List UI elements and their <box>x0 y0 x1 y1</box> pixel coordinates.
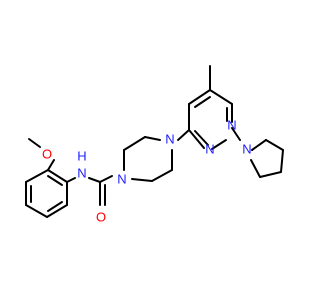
carbonyl-oxygen-label: O <box>96 209 106 224</box>
bond <box>47 201 63 212</box>
bond <box>25 169 49 183</box>
amide-hydrogen-label: H <box>77 148 86 163</box>
piperazine-nitrogen-4-label: N <box>165 131 174 146</box>
bond <box>209 89 233 105</box>
bond <box>151 169 173 182</box>
pyrimidine-nitrogen-1-label: N <box>227 117 236 132</box>
bond <box>47 159 55 171</box>
bond <box>25 204 48 218</box>
bond <box>265 139 284 151</box>
bond <box>194 130 209 146</box>
molecule-structure-diagram: O N H O N N N N N <box>25 65 284 224</box>
pyrimidine-nitrogen-3-label: N <box>205 141 214 156</box>
bond <box>251 139 267 151</box>
bond <box>188 89 211 105</box>
bond <box>259 171 282 178</box>
bond <box>177 129 190 141</box>
bond <box>211 139 227 150</box>
bond <box>47 175 63 186</box>
bond <box>123 136 146 151</box>
bond <box>131 178 153 182</box>
oxygen-methoxy-label: O <box>42 146 52 161</box>
bond <box>88 177 101 183</box>
bond <box>28 138 41 148</box>
bond <box>231 127 241 141</box>
bond <box>47 169 68 183</box>
bond <box>144 136 161 141</box>
bond <box>250 159 261 178</box>
amide-nitrogen-label: N <box>77 165 86 180</box>
bond <box>99 175 113 183</box>
bond <box>46 204 68 218</box>
bond <box>280 149 284 173</box>
bond <box>66 177 76 183</box>
bond <box>194 96 211 108</box>
atom-labels: O N H O N N N N N <box>42 117 252 224</box>
bond <box>188 129 205 149</box>
bonds <box>25 65 284 218</box>
pyrrolidine-nitrogen-label: N <box>242 141 251 156</box>
piperazine-nitrogen-1-label: N <box>117 171 126 186</box>
